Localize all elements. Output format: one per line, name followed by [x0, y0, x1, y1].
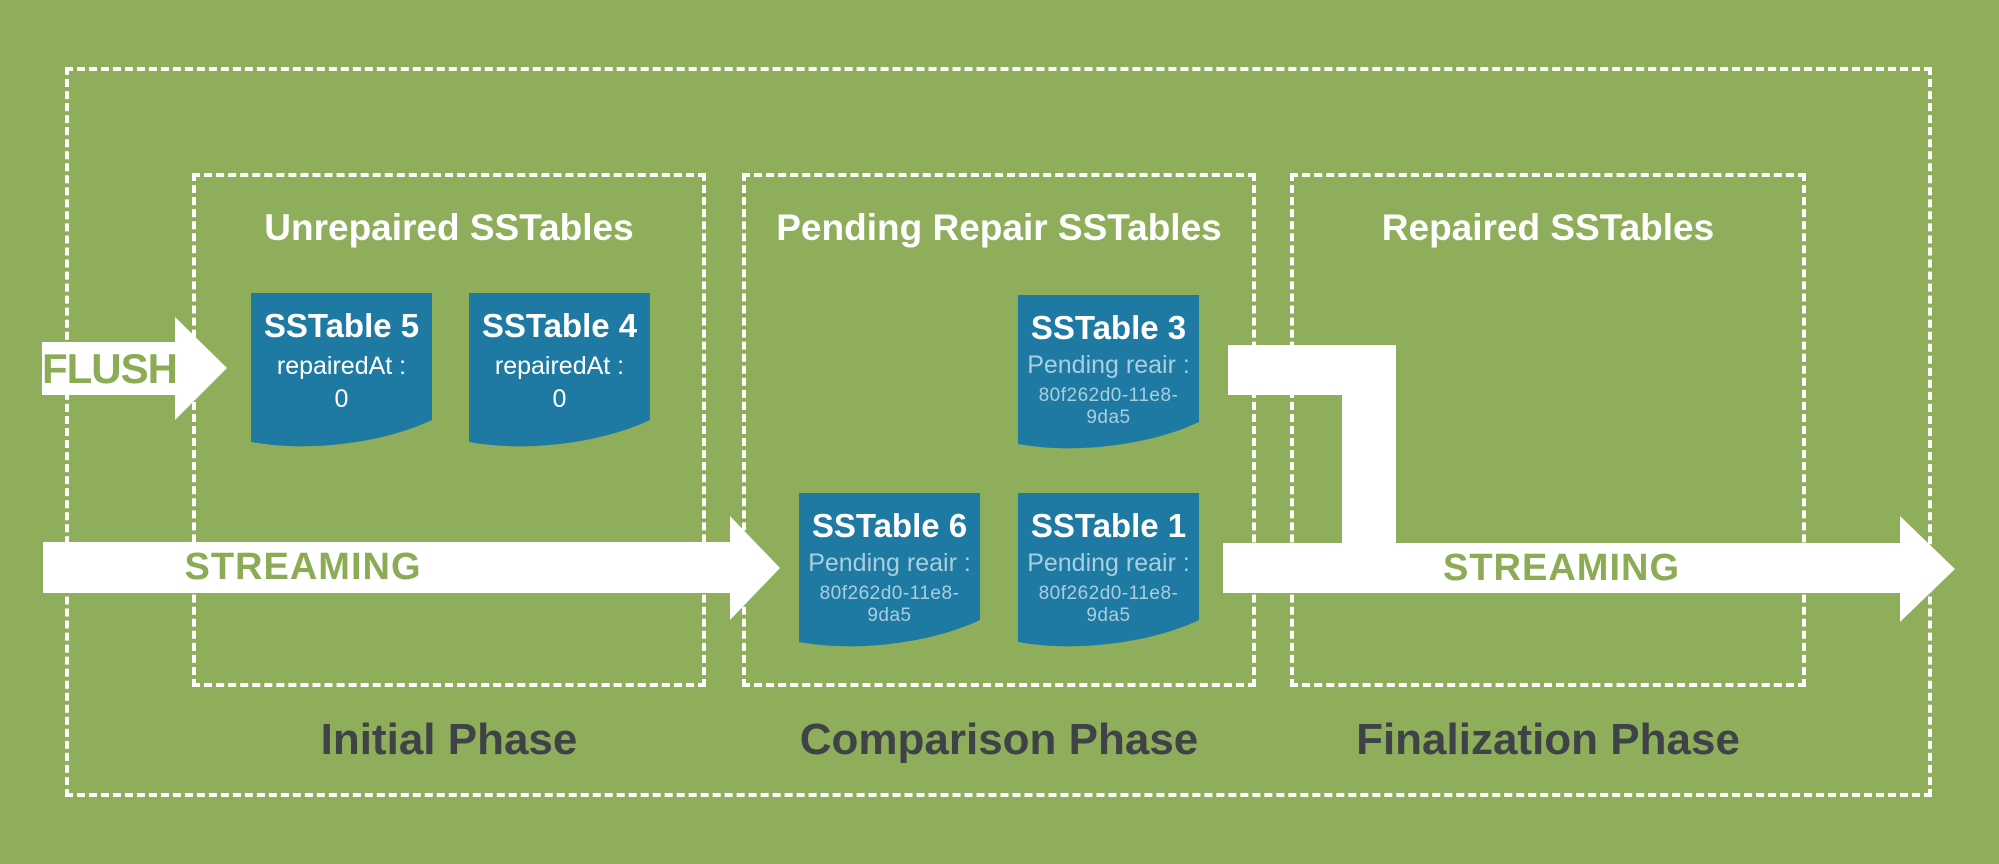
- flush-arrow-body: [42, 342, 175, 395]
- card-title: SSTable 5: [263, 307, 420, 344]
- sstable-card-3: SSTable 3 Pending reair : 80f262d0-11e8-…: [1018, 295, 1199, 449]
- sstable-card-6: SSTable 6 Pending reair : 80f262d0-11e8-…: [799, 493, 980, 647]
- streaming-left-arrow-head-icon: [730, 516, 780, 620]
- card-title: SSTable 6: [811, 507, 968, 544]
- card-subtitle: Pending reair :: [1027, 549, 1190, 577]
- card-uuid: 80f262d0-11e8-9da5: [1038, 583, 1179, 626]
- card-subtitle: repairedAt :: [494, 352, 625, 380]
- card-title: SSTable 3: [1030, 309, 1187, 346]
- sstable-wave-shape-icon: [1018, 295, 1199, 449]
- phase-label-finalization: Finalization Phase: [1356, 715, 1740, 764]
- phase-label-comparison: Comparison Phase: [799, 715, 1199, 764]
- section-title-repaired: Repaired SSTables: [1381, 207, 1715, 248]
- sstable-card-1: SSTable 1 Pending reair : 80f262d0-11e8-…: [1018, 493, 1199, 647]
- streaming-right-arrow-head-icon: [1900, 516, 1955, 622]
- card-title: SSTable 1: [1030, 507, 1187, 544]
- sstable-wave-shape-icon: [1018, 493, 1199, 647]
- card-value: 0: [552, 385, 567, 413]
- section-title-pending-repair: Pending Repair SSTables: [776, 207, 1222, 248]
- card-subtitle: Pending reair :: [808, 549, 971, 577]
- card-value: 0: [334, 385, 349, 413]
- card-subtitle: repairedAt :: [276, 352, 407, 380]
- section-box-repaired: [1290, 173, 1806, 687]
- phase-label-initial: Initial Phase: [320, 715, 578, 764]
- streaming-right-arrow-body: [1223, 543, 1900, 593]
- section-box-unrepaired: [192, 173, 706, 687]
- sstable-wave-shape-icon: [251, 293, 432, 447]
- flush-arrow-label: FLUSH: [42, 345, 178, 392]
- sstable-wave-shape-icon: [799, 493, 980, 647]
- section-title-unrepaired: Unrepaired SSTables: [264, 207, 634, 248]
- card-uuid: 80f262d0-11e8-9da5: [1038, 385, 1179, 428]
- flush-arrow-head-icon: [175, 317, 227, 420]
- outer-frame: [65, 67, 1932, 797]
- sstable-wave-shape-icon: [469, 293, 650, 447]
- card-uuid: 80f262d0-11e8-9da5: [819, 583, 960, 626]
- card-subtitle: Pending reair :: [1027, 351, 1190, 379]
- sstable-card-4: SSTable 4 repairedAt : 0: [469, 293, 650, 447]
- sstable-card-5: SSTable 5 repairedAt : 0: [251, 293, 432, 447]
- section-box-pending-repair: [742, 173, 1256, 687]
- streaming-right-arrow-label: STREAMING: [1443, 547, 1680, 589]
- card-title: SSTable 4: [481, 307, 638, 344]
- streaming-left-arrow-body: [43, 542, 730, 593]
- streaming-left-arrow-label: STREAMING: [184, 546, 422, 588]
